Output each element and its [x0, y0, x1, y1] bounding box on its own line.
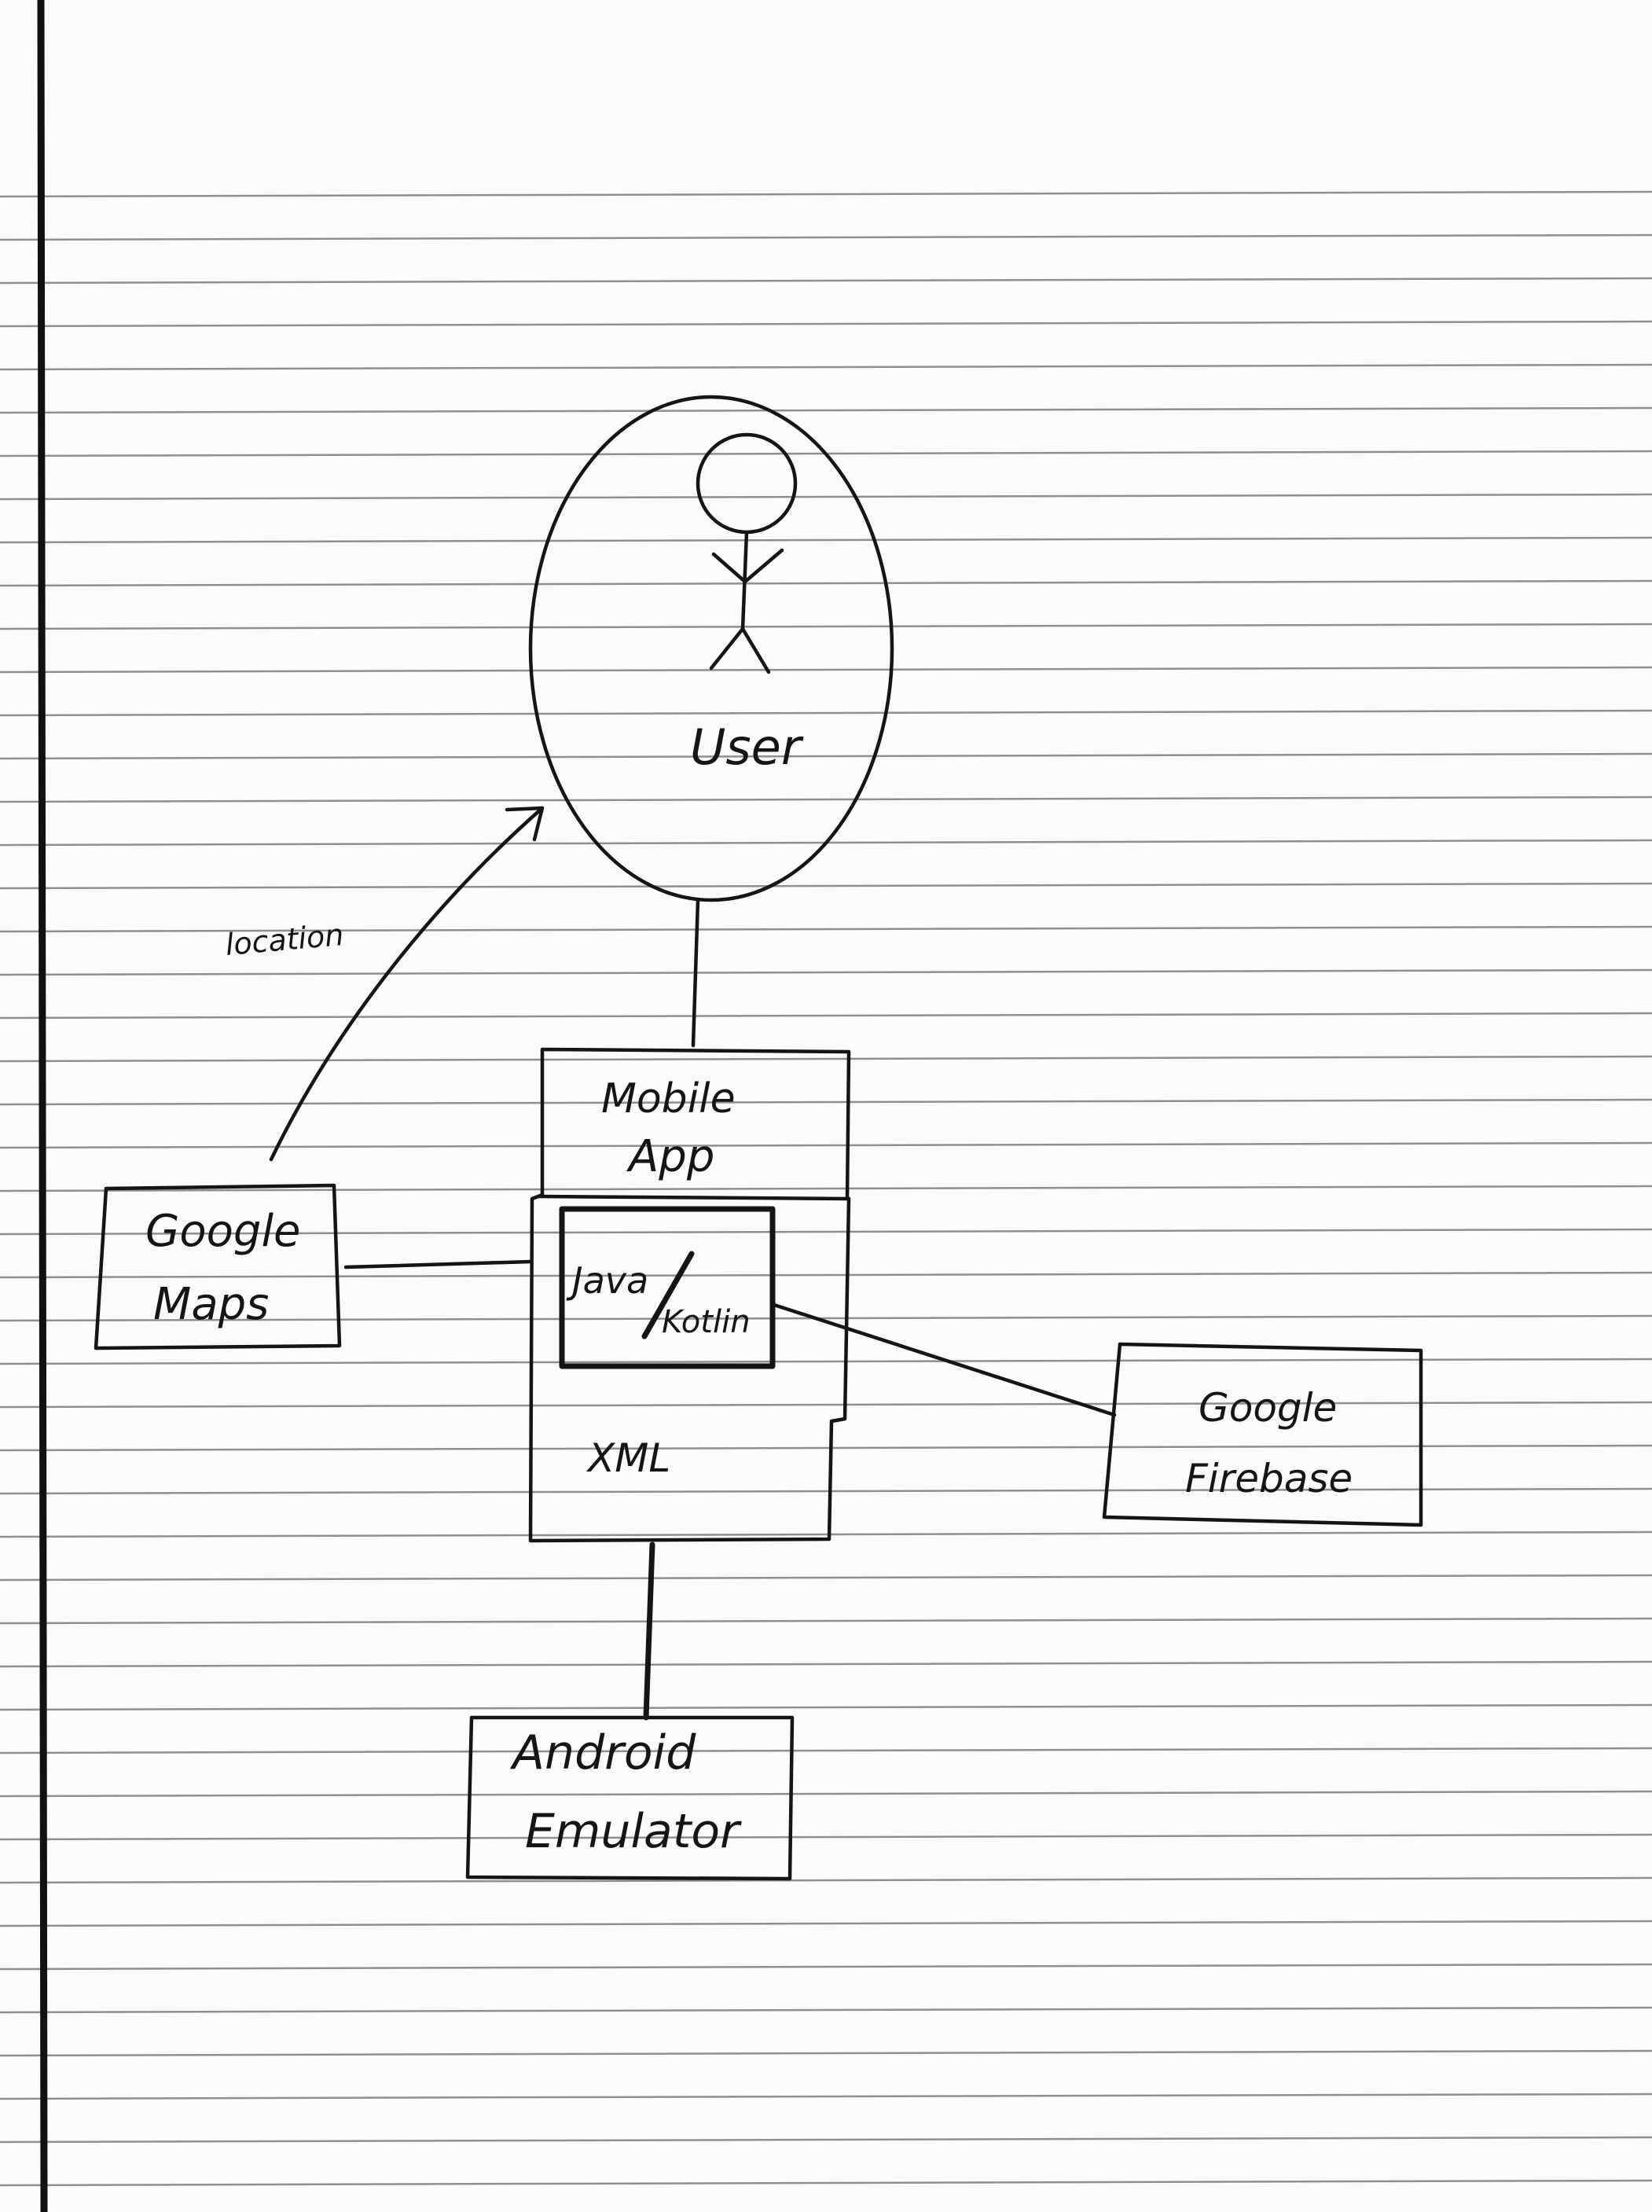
ruled-line — [0, 1790, 1652, 1798]
ruled-line — [0, 1098, 1652, 1106]
ruled-line — [0, 190, 1652, 198]
google-firebase-box — [1102, 1342, 1423, 1527]
ruled-line — [0, 1228, 1652, 1236]
ruled-line — [0, 968, 1652, 976]
user-to-app-connector — [691, 898, 700, 1048]
ruled-line — [0, 1530, 1652, 1538]
mobile-app-divider — [536, 1194, 851, 1201]
stick-figure-icon — [696, 432, 798, 674]
ruled-line — [0, 1920, 1652, 1927]
ruled-line — [0, 882, 1652, 890]
android-emulator-node: Android Emulator — [465, 1715, 795, 1881]
mobile-app-label-line1: Mobile — [601, 1075, 736, 1123]
location-arrow-head — [505, 806, 545, 842]
ruled-line — [0, 2136, 1652, 2144]
app-to-firebase-connector — [772, 1303, 1117, 1417]
ruled-line — [0, 2049, 1652, 2057]
ruled-line — [0, 1012, 1652, 1020]
ruled-line — [0, 1401, 1652, 1409]
ruled-line — [0, 1314, 1652, 1322]
location-arrow-line — [269, 806, 545, 1162]
google-firebase-node: Google Firebase — [1102, 1342, 1423, 1527]
ruled-line — [0, 406, 1652, 414]
android-emulator-box — [465, 1715, 795, 1881]
ruled-line — [0, 579, 1652, 587]
ruled-line — [0, 1876, 1652, 1884]
google-maps-box — [94, 1183, 342, 1350]
xml-label: XML — [586, 1435, 670, 1481]
ruled-line — [0, 925, 1652, 933]
user-ellipse — [528, 395, 894, 902]
ruled-lines — [0, 190, 1652, 2187]
ruled-line — [0, 363, 1652, 371]
ruled-line — [0, 1963, 1652, 1971]
ruled-line — [0, 709, 1652, 717]
ruled-line — [0, 1487, 1652, 1495]
google-maps-label-line2: Maps — [153, 1279, 269, 1330]
user-label: User — [690, 718, 804, 776]
java-label: Java — [566, 1259, 648, 1302]
ruled-line — [0, 277, 1652, 285]
margin-line — [37, 0, 48, 2212]
java-kotlin-box — [559, 1206, 776, 1369]
mobile-app-box — [528, 1047, 851, 1543]
ruled-line — [0, 536, 1652, 544]
ruled-line — [0, 1358, 1652, 1365]
ruled-line — [0, 1444, 1652, 1452]
java-kotlin-slash — [641, 1251, 695, 1339]
ruled-line — [0, 2093, 1652, 2100]
app-to-emulator-connector — [643, 1541, 655, 1721]
ruled-line — [0, 1185, 1652, 1192]
android-emulator-label-line1: Android — [509, 1725, 696, 1780]
ruled-line — [0, 623, 1652, 630]
java-kotlin-node: Java Kotlin — [559, 1206, 776, 1369]
kotlin-label: Kotlin — [662, 1304, 751, 1340]
ruled-line — [0, 1574, 1652, 1582]
android-emulator-label-line2: Emulator — [525, 1804, 742, 1859]
ruled-line — [0, 666, 1652, 674]
google-firebase-label-line1: Google — [1199, 1385, 1337, 1431]
location-label: location — [224, 917, 345, 962]
mobile-app-node: Mobile App Java Kotlin XML — [528, 1047, 851, 1543]
ruled-line — [0, 1703, 1652, 1711]
ruled-line — [0, 493, 1652, 501]
ruled-line — [0, 233, 1652, 241]
ruled-line — [0, 1141, 1652, 1149]
ruled-line — [0, 1617, 1652, 1625]
maps-to-app-connector — [343, 1259, 533, 1270]
google-maps-node: Google Maps — [94, 1183, 342, 1350]
ruled-line — [0, 1660, 1652, 1668]
ruled-line — [0, 320, 1652, 328]
location-arrow: location — [224, 806, 545, 1162]
ruled-line — [0, 1055, 1652, 1063]
ruled-line — [0, 2179, 1652, 2187]
google-maps-label-line1: Google — [145, 1206, 300, 1257]
ruled-line — [0, 2006, 1652, 2014]
ruled-line — [0, 1271, 1652, 1279]
google-firebase-label-line2: Firebase — [1185, 1456, 1353, 1501]
mobile-app-label-line2: App — [626, 1131, 714, 1182]
ruled-line — [0, 1833, 1652, 1841]
user-node: User — [528, 395, 894, 902]
ruled-line — [0, 796, 1652, 803]
ruled-line — [0, 752, 1652, 760]
ruled-line — [0, 1747, 1652, 1755]
